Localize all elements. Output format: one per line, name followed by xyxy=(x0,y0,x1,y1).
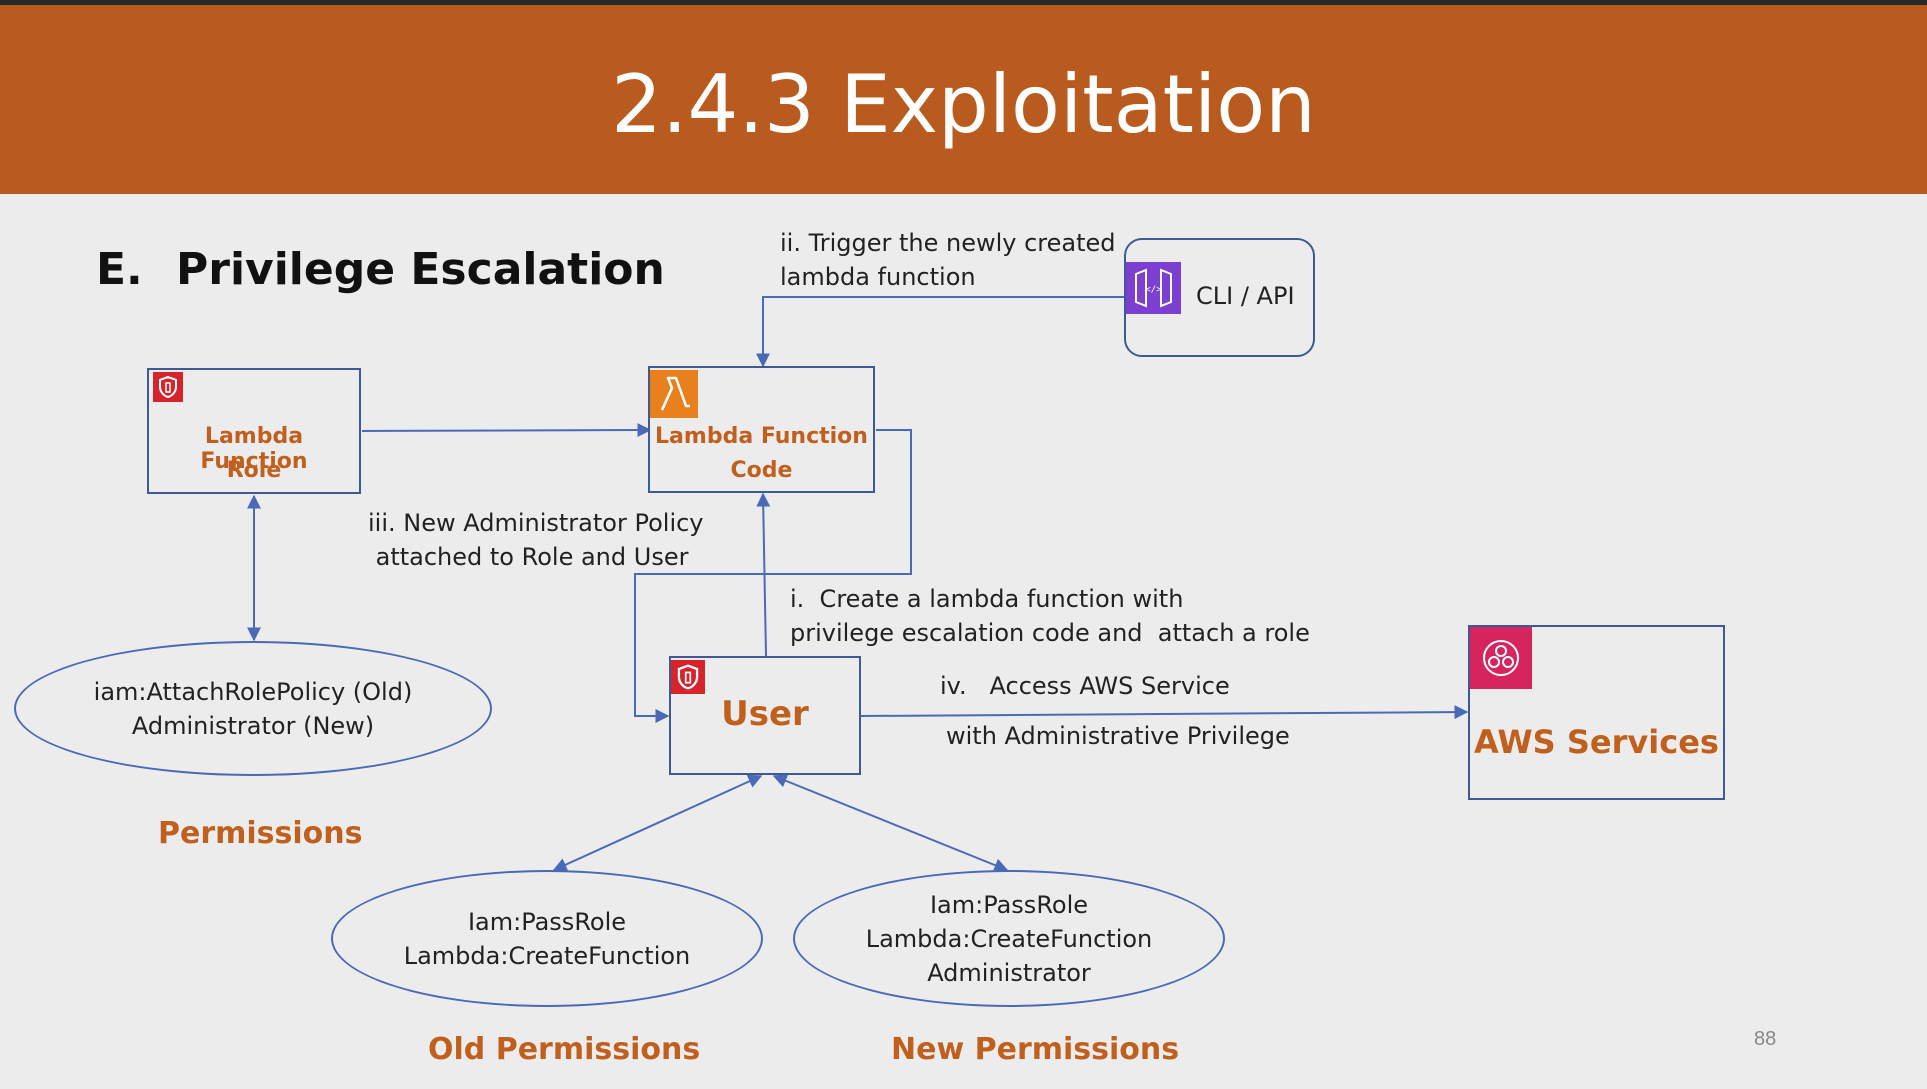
lambda-role-box: Lambda Function Role xyxy=(147,368,361,494)
user-label: User xyxy=(721,694,809,734)
aws-services-box: AWS Services xyxy=(1468,625,1725,800)
arrow-user-old-permissions xyxy=(552,774,763,872)
arrow-user-new-permissions xyxy=(772,774,1009,872)
step-iii-line2: attached to Role and User xyxy=(368,543,689,571)
permissions-line1: iam:AttachRolePolicy (Old) xyxy=(93,677,413,706)
new-permissions-line1: Iam:PassRole xyxy=(929,890,1089,919)
svg-text:</>: </> xyxy=(1145,285,1162,295)
lambda-role-label-line1: Lambda Function xyxy=(200,424,308,474)
step-ii-line1: ii. Trigger the newly created xyxy=(780,229,1116,257)
step-iv-line2: with Administrative Privilege xyxy=(946,722,1290,750)
cli-api-box: </> CLI / API xyxy=(1124,238,1315,357)
iam-shield-icon xyxy=(153,372,183,407)
step-i-line2: privilege escalation code and attach a r… xyxy=(790,619,1310,647)
step-i-note: i. Create a lambda function with privile… xyxy=(790,582,1310,650)
section-heading: E. Privilege Escalation xyxy=(96,244,665,295)
step-iii-line1: iii. New Administrator Policy xyxy=(368,509,704,537)
new-permissions-ellipse: Iam:PassRole Lambda:CreateFunction Admin… xyxy=(793,870,1225,1007)
top-border xyxy=(0,0,1927,5)
old-permissions-line1: Iam:PassRole xyxy=(467,907,627,936)
title-banner: 2.4.3 Exploitation xyxy=(0,5,1927,194)
arrow-user-to-aws-services xyxy=(860,705,1469,720)
old-permissions-caption: Old Permissions xyxy=(428,1032,701,1067)
new-permissions-line3: Administrator xyxy=(927,958,1091,987)
step-iii-note: iii. New Administrator Policy attached t… xyxy=(368,506,704,574)
old-permissions-ellipse: Iam:PassRole Lambda:CreateFunction xyxy=(331,870,763,1007)
step-ii-line2: lambda function xyxy=(780,263,976,291)
permissions-ellipse: iam:AttachRolePolicy (Old) Administrator… xyxy=(14,641,492,776)
lambda-code-label-line2: Code xyxy=(730,458,793,483)
permissions-line2: Administrator (New) xyxy=(131,711,375,740)
arrow-user-to-lambda-code xyxy=(756,492,771,657)
api-gateway-icon: </> xyxy=(1126,262,1181,319)
section-number: E. xyxy=(96,244,143,295)
old-permissions-line2: Lambda:CreateFunction xyxy=(403,941,691,970)
step-i-line1: i. Create a lambda function with xyxy=(790,585,1184,613)
step-ii-note: ii. Trigger the newly created lambda fun… xyxy=(780,226,1116,294)
aws-services-label: AWS Services xyxy=(1474,723,1719,761)
lambda-icon xyxy=(650,370,698,423)
aws-services-icon xyxy=(1470,627,1532,694)
arrow-role-to-lambda-code xyxy=(361,423,652,438)
arrow-cli-to-lambda-code xyxy=(756,296,1125,368)
lambda-code-label-line1: Lambda Function xyxy=(655,424,868,449)
user-box: User xyxy=(669,656,861,775)
new-permissions-caption: New Permissions xyxy=(891,1032,1180,1067)
step-iv-line1: iv. Access AWS Service xyxy=(940,672,1230,700)
lambda-code-box: Lambda Function Code xyxy=(648,366,875,493)
page-number: 88 xyxy=(1754,1028,1777,1050)
lambda-role-label-line2: Role xyxy=(226,458,282,483)
section-title: Privilege Escalation xyxy=(176,244,665,295)
arrow-lambda-code-to-user xyxy=(634,429,912,723)
permissions-caption: Permissions xyxy=(158,816,363,851)
new-permissions-line2: Lambda:CreateFunction xyxy=(865,924,1153,953)
slide-title: 2.4.3 Exploitation xyxy=(611,58,1316,151)
cli-api-label: CLI / API xyxy=(1196,282,1295,310)
iam-shield-icon xyxy=(671,660,705,699)
